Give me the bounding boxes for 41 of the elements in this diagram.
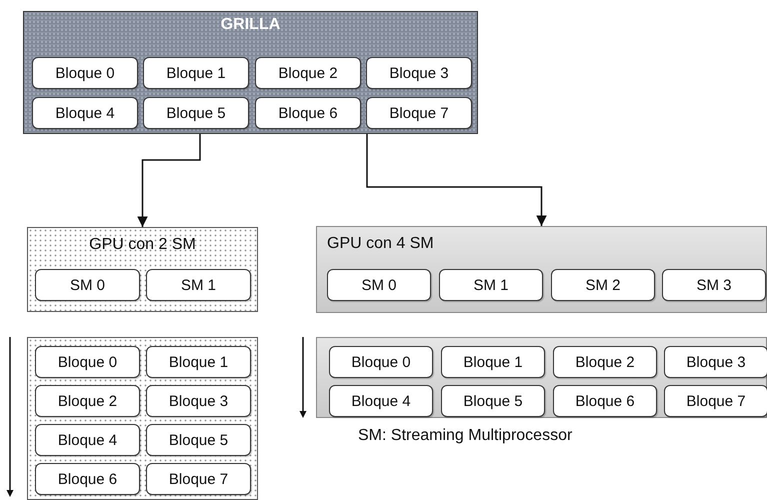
panel-heading: GPU con 4 SM xyxy=(327,235,434,253)
block-queue-panel xyxy=(316,337,767,418)
sm-tile: SM 0 xyxy=(327,269,431,301)
block-tile: Bloque 1 xyxy=(143,57,249,89)
sm-tile: SM 1 xyxy=(146,269,251,301)
block-tile: Bloque 2 xyxy=(35,385,140,417)
panel-heading: GPU con 2 SM xyxy=(89,236,196,254)
block-tile: Bloque 6 xyxy=(553,385,657,417)
sm-tile: SM 2 xyxy=(551,269,655,301)
block-tile: Bloque 4 xyxy=(35,424,140,456)
block-tile: Bloque 6 xyxy=(255,97,361,129)
block-tile: Bloque 7 xyxy=(366,97,472,129)
block-tile: Bloque 2 xyxy=(553,346,657,378)
block-tile: Bloque 4 xyxy=(32,97,138,129)
sm-tile: SM 0 xyxy=(35,269,140,301)
gpu-panel xyxy=(316,226,767,313)
block-tile: Bloque 1 xyxy=(441,346,545,378)
block-tile: Bloque 3 xyxy=(664,346,767,378)
block-tile: Bloque 1 xyxy=(146,346,251,378)
block-tile: Bloque 4 xyxy=(329,385,433,417)
block-tile: Bloque 5 xyxy=(146,424,251,456)
sm-tile: SM 3 xyxy=(662,269,766,301)
grid-panel xyxy=(23,11,478,134)
block-tile: Bloque 3 xyxy=(146,385,251,417)
gpu-panel xyxy=(27,227,258,312)
block-tile: Bloque 5 xyxy=(441,385,545,417)
panel-heading: GRILLA xyxy=(220,16,280,34)
block-tile: Bloque 0 xyxy=(32,57,138,89)
arrow xyxy=(366,134,547,226)
block-tile: Bloque 7 xyxy=(146,463,251,495)
footnote: SM: Streaming Multiprocessor xyxy=(358,427,572,445)
block-queue-panel xyxy=(27,337,258,500)
sm-tile: SM 1 xyxy=(439,269,543,301)
block-tile: Bloque 7 xyxy=(664,385,767,417)
block-tile: Bloque 2 xyxy=(255,57,361,89)
block-tile: Bloque 0 xyxy=(35,346,140,378)
block-tile: Bloque 3 xyxy=(366,57,472,89)
block-tile: Bloque 6 xyxy=(35,463,140,495)
arrow xyxy=(137,134,201,227)
block-tile: Bloque 5 xyxy=(143,97,249,129)
block-tile: Bloque 0 xyxy=(329,346,433,378)
